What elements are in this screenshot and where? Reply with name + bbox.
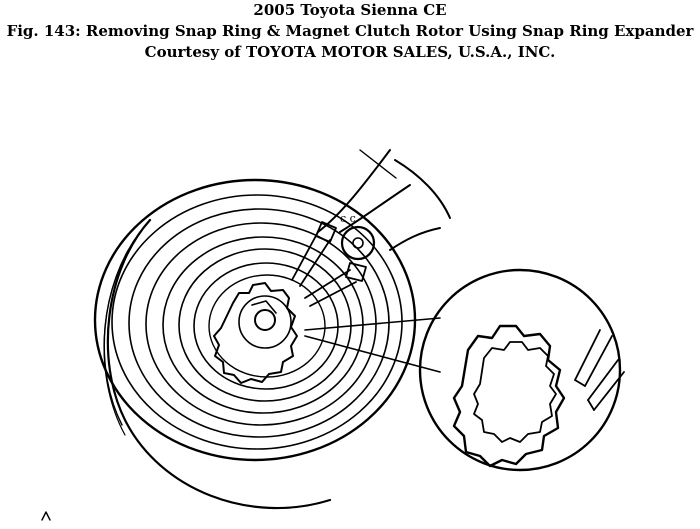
enlarged-snap-ring <box>452 324 566 468</box>
caption-vehicle-title: 2005 Toyota Sienna CE <box>253 1 447 19</box>
detail-view <box>418 268 625 472</box>
snap-ring-expander: c c <box>291 149 451 307</box>
rotor-rim <box>103 218 332 510</box>
detail-plier-tips <box>574 329 625 411</box>
figure-caption: 2005 Toyota Sienna CE Fig. 143: Removing… <box>0 0 700 63</box>
snap-ring-on-shaft <box>213 282 298 384</box>
svg-text:c c: c c <box>340 212 356 225</box>
caption-figure-title: Fig. 143: Removing Snap Ring & Magnet Cl… <box>6 22 694 40</box>
corner-mark <box>41 511 51 521</box>
caption-courtesy: Courtesy of TOYOTA MOTOR SALES, U.S.A., … <box>144 43 556 61</box>
callout-leader <box>304 317 441 373</box>
